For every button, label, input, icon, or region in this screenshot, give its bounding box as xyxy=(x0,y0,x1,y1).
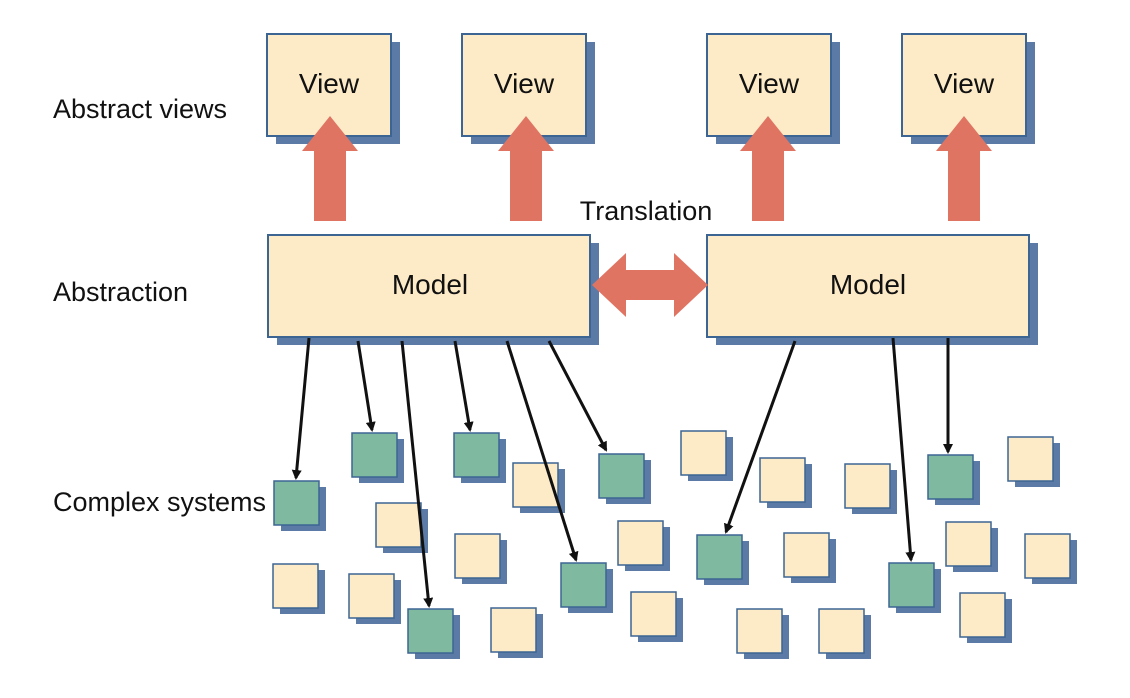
link-arrow xyxy=(400,340,434,608)
translation-arrow xyxy=(592,253,708,317)
system-node xyxy=(818,608,871,659)
system-node-highlighted xyxy=(407,608,460,659)
system-node xyxy=(512,462,565,513)
system-node xyxy=(630,591,683,642)
system-node xyxy=(959,592,1012,643)
link-arrow xyxy=(291,337,311,480)
system-node xyxy=(617,520,670,571)
system-node xyxy=(1024,533,1077,584)
system-node-highlighted xyxy=(453,432,506,483)
system-node xyxy=(490,607,543,658)
row-label-abstraction: Abstraction xyxy=(53,277,188,307)
system-node-highlighted xyxy=(598,453,651,504)
up-arrow-2 xyxy=(498,116,554,221)
system-node-highlighted xyxy=(927,454,980,505)
view-box-3: View xyxy=(706,33,840,144)
system-node xyxy=(1007,436,1060,487)
system-node xyxy=(844,463,897,514)
link-arrow xyxy=(505,340,579,562)
link-arrow xyxy=(453,340,474,432)
translation-label: Translation xyxy=(580,196,713,226)
up-arrow-4 xyxy=(936,116,992,221)
view-box-4: View xyxy=(901,33,1035,144)
view-label: View xyxy=(739,68,800,99)
system-node xyxy=(759,457,812,508)
model-box-2: Model xyxy=(706,234,1038,345)
system-node xyxy=(783,532,836,583)
system-node xyxy=(945,521,998,572)
row-label-abstract-views: Abstract views xyxy=(53,94,227,124)
system-node xyxy=(272,563,325,614)
system-node xyxy=(454,533,507,584)
system-node-highlighted xyxy=(273,480,326,531)
system-node-highlighted xyxy=(351,432,404,483)
system-node xyxy=(348,573,401,624)
link-arrow xyxy=(724,340,797,534)
system-node-highlighted xyxy=(888,562,941,613)
up-arrow-1 xyxy=(302,116,358,221)
link-arrow xyxy=(891,337,916,562)
link-arrow xyxy=(356,340,376,432)
system-node xyxy=(736,608,789,659)
view-label: View xyxy=(494,68,555,99)
view-box-1: View xyxy=(266,33,400,144)
view-box-2: View xyxy=(461,33,595,144)
system-node-highlighted xyxy=(696,534,749,585)
model-label: Model xyxy=(830,269,906,300)
view-label: View xyxy=(934,68,995,99)
view-label: View xyxy=(299,68,360,99)
up-arrow-3 xyxy=(740,116,796,221)
model-box-1: Model xyxy=(267,234,599,345)
link-arrow xyxy=(547,340,608,452)
row-label-complex-systems: Complex systems xyxy=(53,487,266,517)
system-node-highlighted xyxy=(560,562,613,613)
system-node xyxy=(680,430,733,481)
model-label: Model xyxy=(392,269,468,300)
